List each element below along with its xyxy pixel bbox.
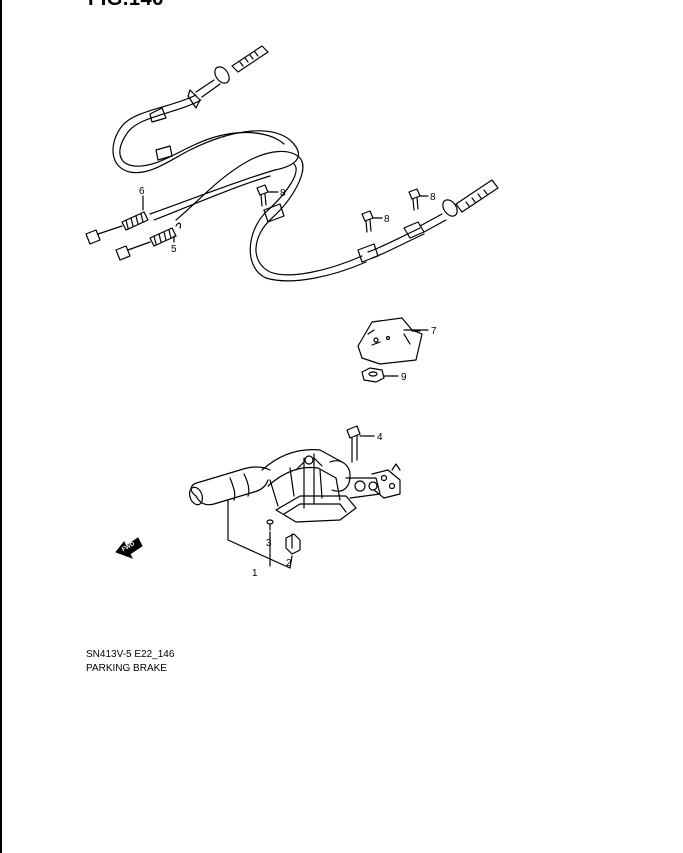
screw-3 <box>266 519 274 531</box>
callout-2: 2 <box>286 558 292 569</box>
callout-1: 1 <box>252 568 258 579</box>
rear-cable-left <box>85 45 300 245</box>
callout-8-c: 8 <box>430 192 436 203</box>
callout-8-a: 8 <box>280 188 286 199</box>
parking-brake-lever <box>188 449 401 523</box>
fwd-direction-arrow: FWD <box>115 537 143 559</box>
bolt-8-c <box>408 188 421 211</box>
callout-3: 3 <box>266 538 272 549</box>
callout-8-b: 8 <box>384 214 390 225</box>
callout-4: 4 <box>377 432 383 443</box>
bolt-8-a <box>256 184 269 207</box>
figure-code: SN413V-5 E22_146 <box>86 649 175 660</box>
rear-cable-right <box>115 150 499 282</box>
nut-9 <box>361 367 399 383</box>
callout-9: 9 <box>401 372 407 383</box>
bolt-4 <box>346 425 375 463</box>
console-cover-plate <box>357 317 423 365</box>
clip-2 <box>285 533 301 555</box>
callout-6: 6 <box>139 186 145 197</box>
figure-name: PARKING BRAKE <box>86 663 167 674</box>
bolt-8-b <box>361 210 374 233</box>
callout-5: 5 <box>171 244 177 255</box>
callout-7: 7 <box>431 326 437 337</box>
figure-title: FIG.146 <box>88 0 164 11</box>
